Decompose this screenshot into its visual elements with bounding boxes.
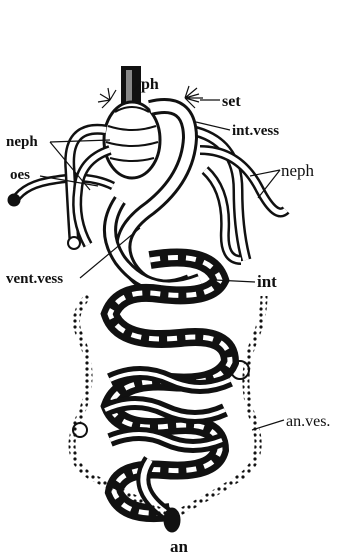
label-set: set bbox=[222, 94, 241, 110]
label-int: int bbox=[257, 273, 277, 290]
label-an-ves: an.ves. bbox=[286, 414, 330, 430]
label-an: an bbox=[170, 538, 188, 555]
label-neph-right: neph bbox=[281, 162, 314, 179]
label-ph: ph bbox=[141, 77, 159, 93]
label-neph-left: neph bbox=[6, 135, 38, 150]
label-oes: oes bbox=[10, 168, 30, 183]
nephridia-right bbox=[190, 130, 286, 260]
intestine-coils bbox=[105, 258, 230, 514]
label-int-vess: int.vess bbox=[232, 124, 279, 139]
label-vent-vess: vent.vess bbox=[6, 272, 63, 287]
